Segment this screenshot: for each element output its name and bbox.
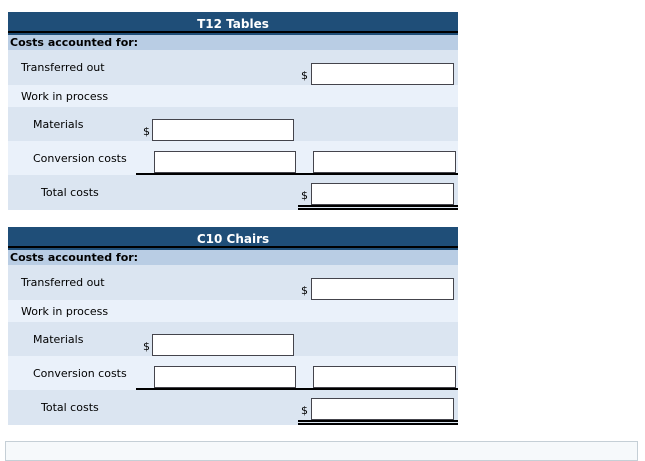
row-conversion-costs: Conversion costs (8, 356, 458, 390)
amount-cell: $ (136, 107, 298, 141)
empty-cell (136, 265, 298, 300)
row-work-in-process: Work in process (8, 85, 458, 107)
row-label: Total costs (41, 401, 99, 414)
underlined-cell (298, 141, 458, 175)
amount-cell: $ (136, 322, 298, 356)
empty-cell (136, 175, 298, 210)
row-work-in-process: Work in process (8, 300, 458, 322)
dollar-sign: $ (301, 404, 308, 417)
underlined-cell (136, 356, 298, 390)
row-label: Work in process (21, 304, 109, 318)
row-transferred-out: Transferred out $ (8, 265, 458, 300)
total-costs-amount-input[interactable] (311, 183, 454, 205)
dollar-sign: $ (301, 284, 308, 297)
conversion-costs-col1-input[interactable] (154, 151, 296, 173)
dollar-sign: $ (143, 340, 150, 353)
row-label: Conversion costs (33, 366, 127, 380)
total-amount-cell: $ (298, 390, 458, 425)
row-label: Materials (33, 117, 84, 131)
row-conversion-costs: Conversion costs (8, 141, 458, 175)
row-label: Materials (33, 332, 84, 346)
empty-cell (298, 107, 458, 141)
section-label: Costs accounted for: (10, 36, 139, 49)
section-row-costs-accounted: Costs accounted for: (8, 35, 458, 50)
table-title-c10: C10 Chairs (8, 227, 458, 250)
row-label: Conversion costs (33, 151, 127, 165)
transferred-out-amount-input[interactable] (311, 63, 454, 85)
row-materials: Materials $ (8, 107, 458, 141)
empty-cell (298, 322, 458, 356)
row-total-costs: Total costs $ (8, 175, 458, 210)
conversion-costs-col2-input[interactable] (313, 151, 456, 173)
section-row-costs-accounted: Costs accounted for: (8, 250, 458, 265)
row-label: Transferred out (21, 61, 105, 74)
row-materials: Materials $ (8, 322, 458, 356)
row-label: Total costs (41, 186, 99, 199)
total-costs-amount-input[interactable] (311, 398, 454, 420)
materials-amount-input[interactable] (152, 334, 294, 356)
amount-cell: $ (298, 265, 458, 300)
underlined-cell (298, 356, 458, 390)
underlined-cell (136, 141, 298, 175)
dollar-sign: $ (301, 69, 308, 82)
amount-cell: $ (298, 50, 458, 85)
row-total-costs: Total costs $ (8, 390, 458, 425)
bottom-panel (5, 441, 638, 461)
section-label: Costs accounted for: (10, 251, 139, 264)
transferred-out-amount-input[interactable] (311, 278, 454, 300)
cost-table-t12: T12 Tables Costs accounted for: Transfer… (8, 12, 458, 210)
dollar-sign: $ (143, 125, 150, 138)
table-title-t12: T12 Tables (8, 12, 458, 35)
dollar-sign: $ (301, 189, 308, 202)
total-amount-cell: $ (298, 175, 458, 210)
row-transferred-out: Transferred out $ (8, 50, 458, 85)
empty-cell (136, 390, 298, 425)
materials-amount-input[interactable] (152, 119, 294, 141)
empty-cell (136, 50, 298, 85)
conversion-costs-col2-input[interactable] (313, 366, 456, 388)
conversion-costs-col1-input[interactable] (154, 366, 296, 388)
row-label: Work in process (21, 89, 109, 103)
cost-table-c10: C10 Chairs Costs accounted for: Transfer… (8, 227, 458, 425)
row-label: Transferred out (21, 276, 105, 289)
